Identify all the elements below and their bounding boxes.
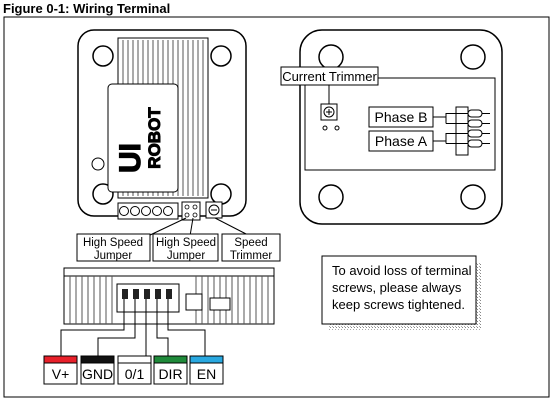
mount-hole-icon [318,44,344,70]
figure-frame [3,16,550,398]
mount-hole-icon [210,183,232,205]
callout-high-speed-2 [152,233,219,262]
phase-connector [455,106,469,156]
mount-hole-icon [460,44,486,70]
note-box [321,255,477,325]
mount-hole-icon [460,184,486,210]
callout-high-speed-1-line1: High Speed [83,237,143,249]
terminal-label-dir: DIR [158,366,182,382]
high-speed-jumper [181,201,201,221]
callout-current-trimmer-text: Current Trimmer [282,69,377,84]
figure-title: Figure 0-1: Wiring Terminal [3,1,171,16]
logo-ui: UI [114,143,147,173]
terminal-label-vplus: V+ [52,366,70,382]
terminal-label-en: EN [197,366,216,382]
led-icon [91,157,105,171]
note-line-1: To avoid loss of terminal [332,263,472,278]
note-line-2: screws, please always [332,280,462,295]
screw-icon [163,206,173,216]
terminal-labels: V+ GND 0/1 DIR EN [43,355,224,385]
mount-hole-icon [92,45,114,67]
driver-top-view: UI ROBOT [77,29,247,221]
callout-high-speed-2-line2: Jumper [167,250,206,262]
terminal-dir: DIR [153,355,188,385]
callout-phase-a-text: Phase A [375,133,428,149]
mount-hole-icon [318,184,344,210]
terminal-label-01: 0/1 [125,366,145,382]
screw-icon [119,206,129,216]
screw-icon [130,206,140,216]
terminal-label-gnd: GND [82,366,113,382]
screw-icon [152,206,162,216]
callout-high-speed-1 [76,233,151,262]
callout-speed-trimmer-line1: Speed [234,237,267,249]
terminal-gnd: GND [80,355,115,385]
terminal-vplus: V+ [43,355,78,385]
driver-side-view [63,267,275,325]
callout-speed-trimmer [221,233,281,262]
note-line-3: keep screws tightened. [332,297,465,312]
screw-icon [141,206,151,216]
terminal-en: EN [189,355,224,385]
terminal-01: 0/1 [117,355,152,385]
logo-robot: ROBOT [145,107,164,169]
callout-speed-trimmer-line2: Trimmer [230,250,273,262]
callout-high-speed-2-line1: High Speed [156,237,216,249]
callout-high-speed-1-line2: Jumper [94,250,133,262]
callout-phase-b-text: Phase B [375,109,428,125]
mount-hole-icon [210,45,232,67]
